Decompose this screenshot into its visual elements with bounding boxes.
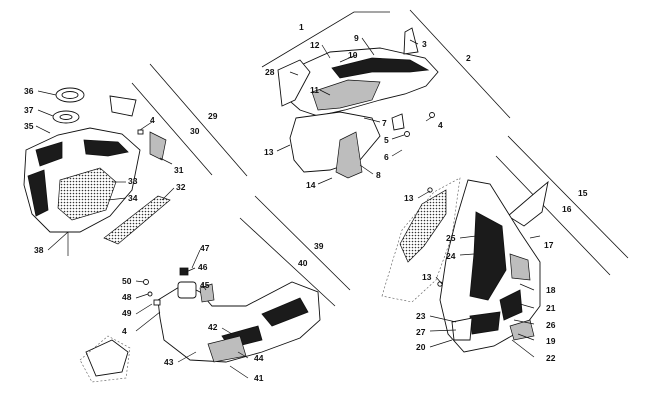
callout-47: 47 (200, 243, 210, 253)
callout-16: 16 (562, 204, 572, 214)
callout-14: 14 (306, 180, 316, 190)
callout-30: 30 (190, 126, 200, 136)
callout-15: 15 (578, 188, 588, 198)
callout-7: 7 (382, 118, 387, 128)
callout-45: 45 (200, 280, 210, 290)
callout-25: 25 (446, 233, 456, 243)
callout-36: 36 (24, 86, 34, 96)
callout-39: 39 (314, 241, 324, 251)
callout-35: 35 (24, 121, 34, 131)
callout-41: 41 (254, 373, 264, 383)
belly-assembly (79, 195, 351, 383)
callout-48: 48 (122, 292, 132, 302)
callout-40: 40 (298, 258, 308, 268)
callout-1: 1 (299, 22, 304, 32)
callout-18: 18 (546, 285, 556, 295)
callout-37: 37 (24, 105, 34, 115)
callout-21: 21 (546, 303, 556, 313)
callout-23: 23 (416, 311, 426, 321)
callout-24: 24 (446, 251, 456, 261)
callout-6: 6 (384, 152, 389, 162)
callout-50: 50 (122, 276, 132, 286)
callout-13c: 13 (422, 272, 432, 282)
callout-49: 49 (122, 308, 132, 318)
callout-11: 11 (310, 85, 319, 95)
callout-12: 12 (310, 40, 320, 50)
callout-42: 42 (208, 322, 218, 332)
callout-4c: 4 (122, 326, 127, 336)
callout-13b: 13 (404, 193, 414, 203)
callout-43: 43 (164, 357, 174, 367)
callout-labels: 1 2 3 4 5 6 7 8 9 10 11 12 13 14 15 16 1… (24, 22, 588, 383)
console-assembly (23, 63, 248, 256)
callout-2: 2 (466, 53, 471, 63)
callout-3: 3 (422, 39, 427, 49)
callout-32: 32 (176, 182, 186, 192)
callout-4: 4 (438, 120, 443, 130)
callout-22: 22 (546, 353, 556, 363)
callout-20: 20 (416, 342, 426, 352)
callout-46: 46 (198, 262, 208, 272)
callout-28: 28 (265, 67, 275, 77)
callout-31: 31 (174, 165, 184, 175)
callout-34: 34 (128, 193, 138, 203)
callout-9: 9 (354, 33, 359, 43)
callout-44: 44 (254, 353, 264, 363)
callout-27: 27 (416, 327, 426, 337)
callout-17: 17 (544, 240, 554, 250)
callout-13a: 13 (264, 147, 274, 157)
callout-38: 38 (34, 245, 44, 255)
callout-29: 29 (208, 111, 218, 121)
hood-assembly (261, 9, 511, 185)
callout-4b: 4 (150, 115, 155, 125)
callout-19: 19 (546, 336, 556, 346)
callout-8: 8 (376, 170, 381, 180)
callout-5: 5 (384, 135, 389, 145)
callout-10: 10 (348, 50, 358, 60)
callout-33: 33 (128, 176, 138, 186)
side-panel-assembly (381, 135, 629, 358)
callout-26: 26 (546, 320, 556, 330)
